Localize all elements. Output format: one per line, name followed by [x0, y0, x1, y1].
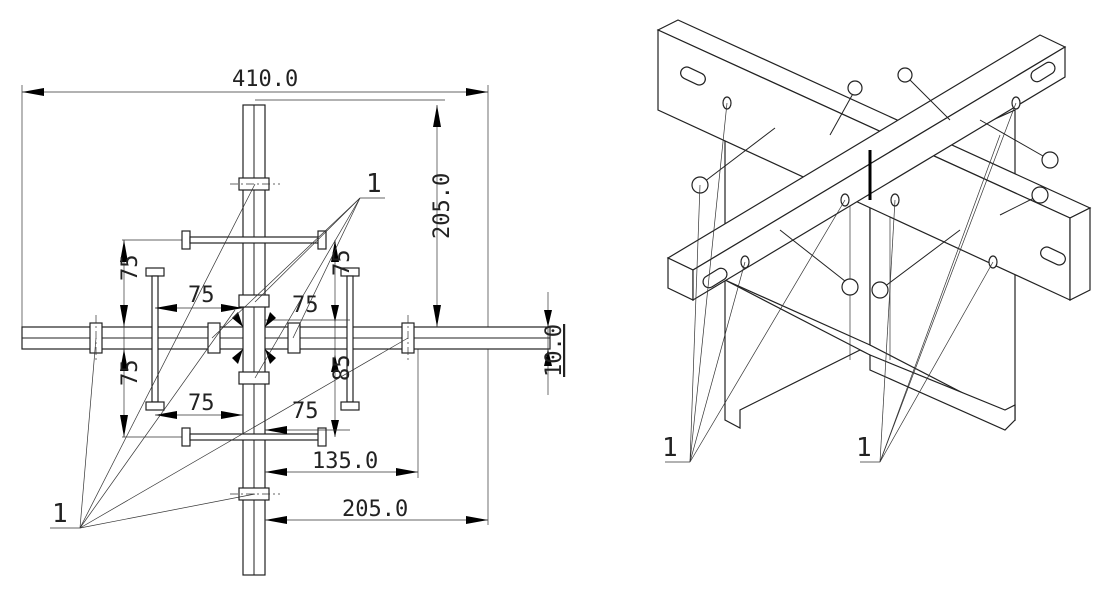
- dimension-lines: [22, 88, 552, 524]
- part-label: 1: [52, 499, 68, 529]
- dim-bolt-spacing: 75: [118, 255, 143, 282]
- dim-bolt-spacing: 75: [292, 293, 319, 318]
- dim-bolt-spacing: 75: [330, 250, 355, 277]
- dim-half-width: 205.0: [342, 497, 408, 522]
- dim-bolt-offset: 135.0: [312, 449, 378, 474]
- part-label: 1: [662, 433, 678, 463]
- part-label: 1: [856, 433, 872, 463]
- dim-bolt-spacing: 75: [292, 399, 319, 424]
- dim-overall-width: 410.0: [232, 67, 298, 92]
- dim-plate-thickness: 10.0: [542, 324, 567, 377]
- bolts: [145, 230, 360, 447]
- dim-bolt-spacing: 75: [188, 391, 215, 416]
- part-label: 1: [366, 169, 382, 199]
- bolt-holes: [89, 177, 415, 501]
- iso-view: [656, 19, 1092, 463]
- dim-bolt-spacing: 75: [188, 283, 215, 308]
- dim-bolt-spacing: 75: [118, 360, 143, 387]
- extension-lines: [21, 85, 489, 525]
- dim-half-height: 205.0: [430, 173, 455, 239]
- dim-bolt-spacing: 85: [330, 355, 355, 382]
- leader-lines: [50, 183, 409, 529]
